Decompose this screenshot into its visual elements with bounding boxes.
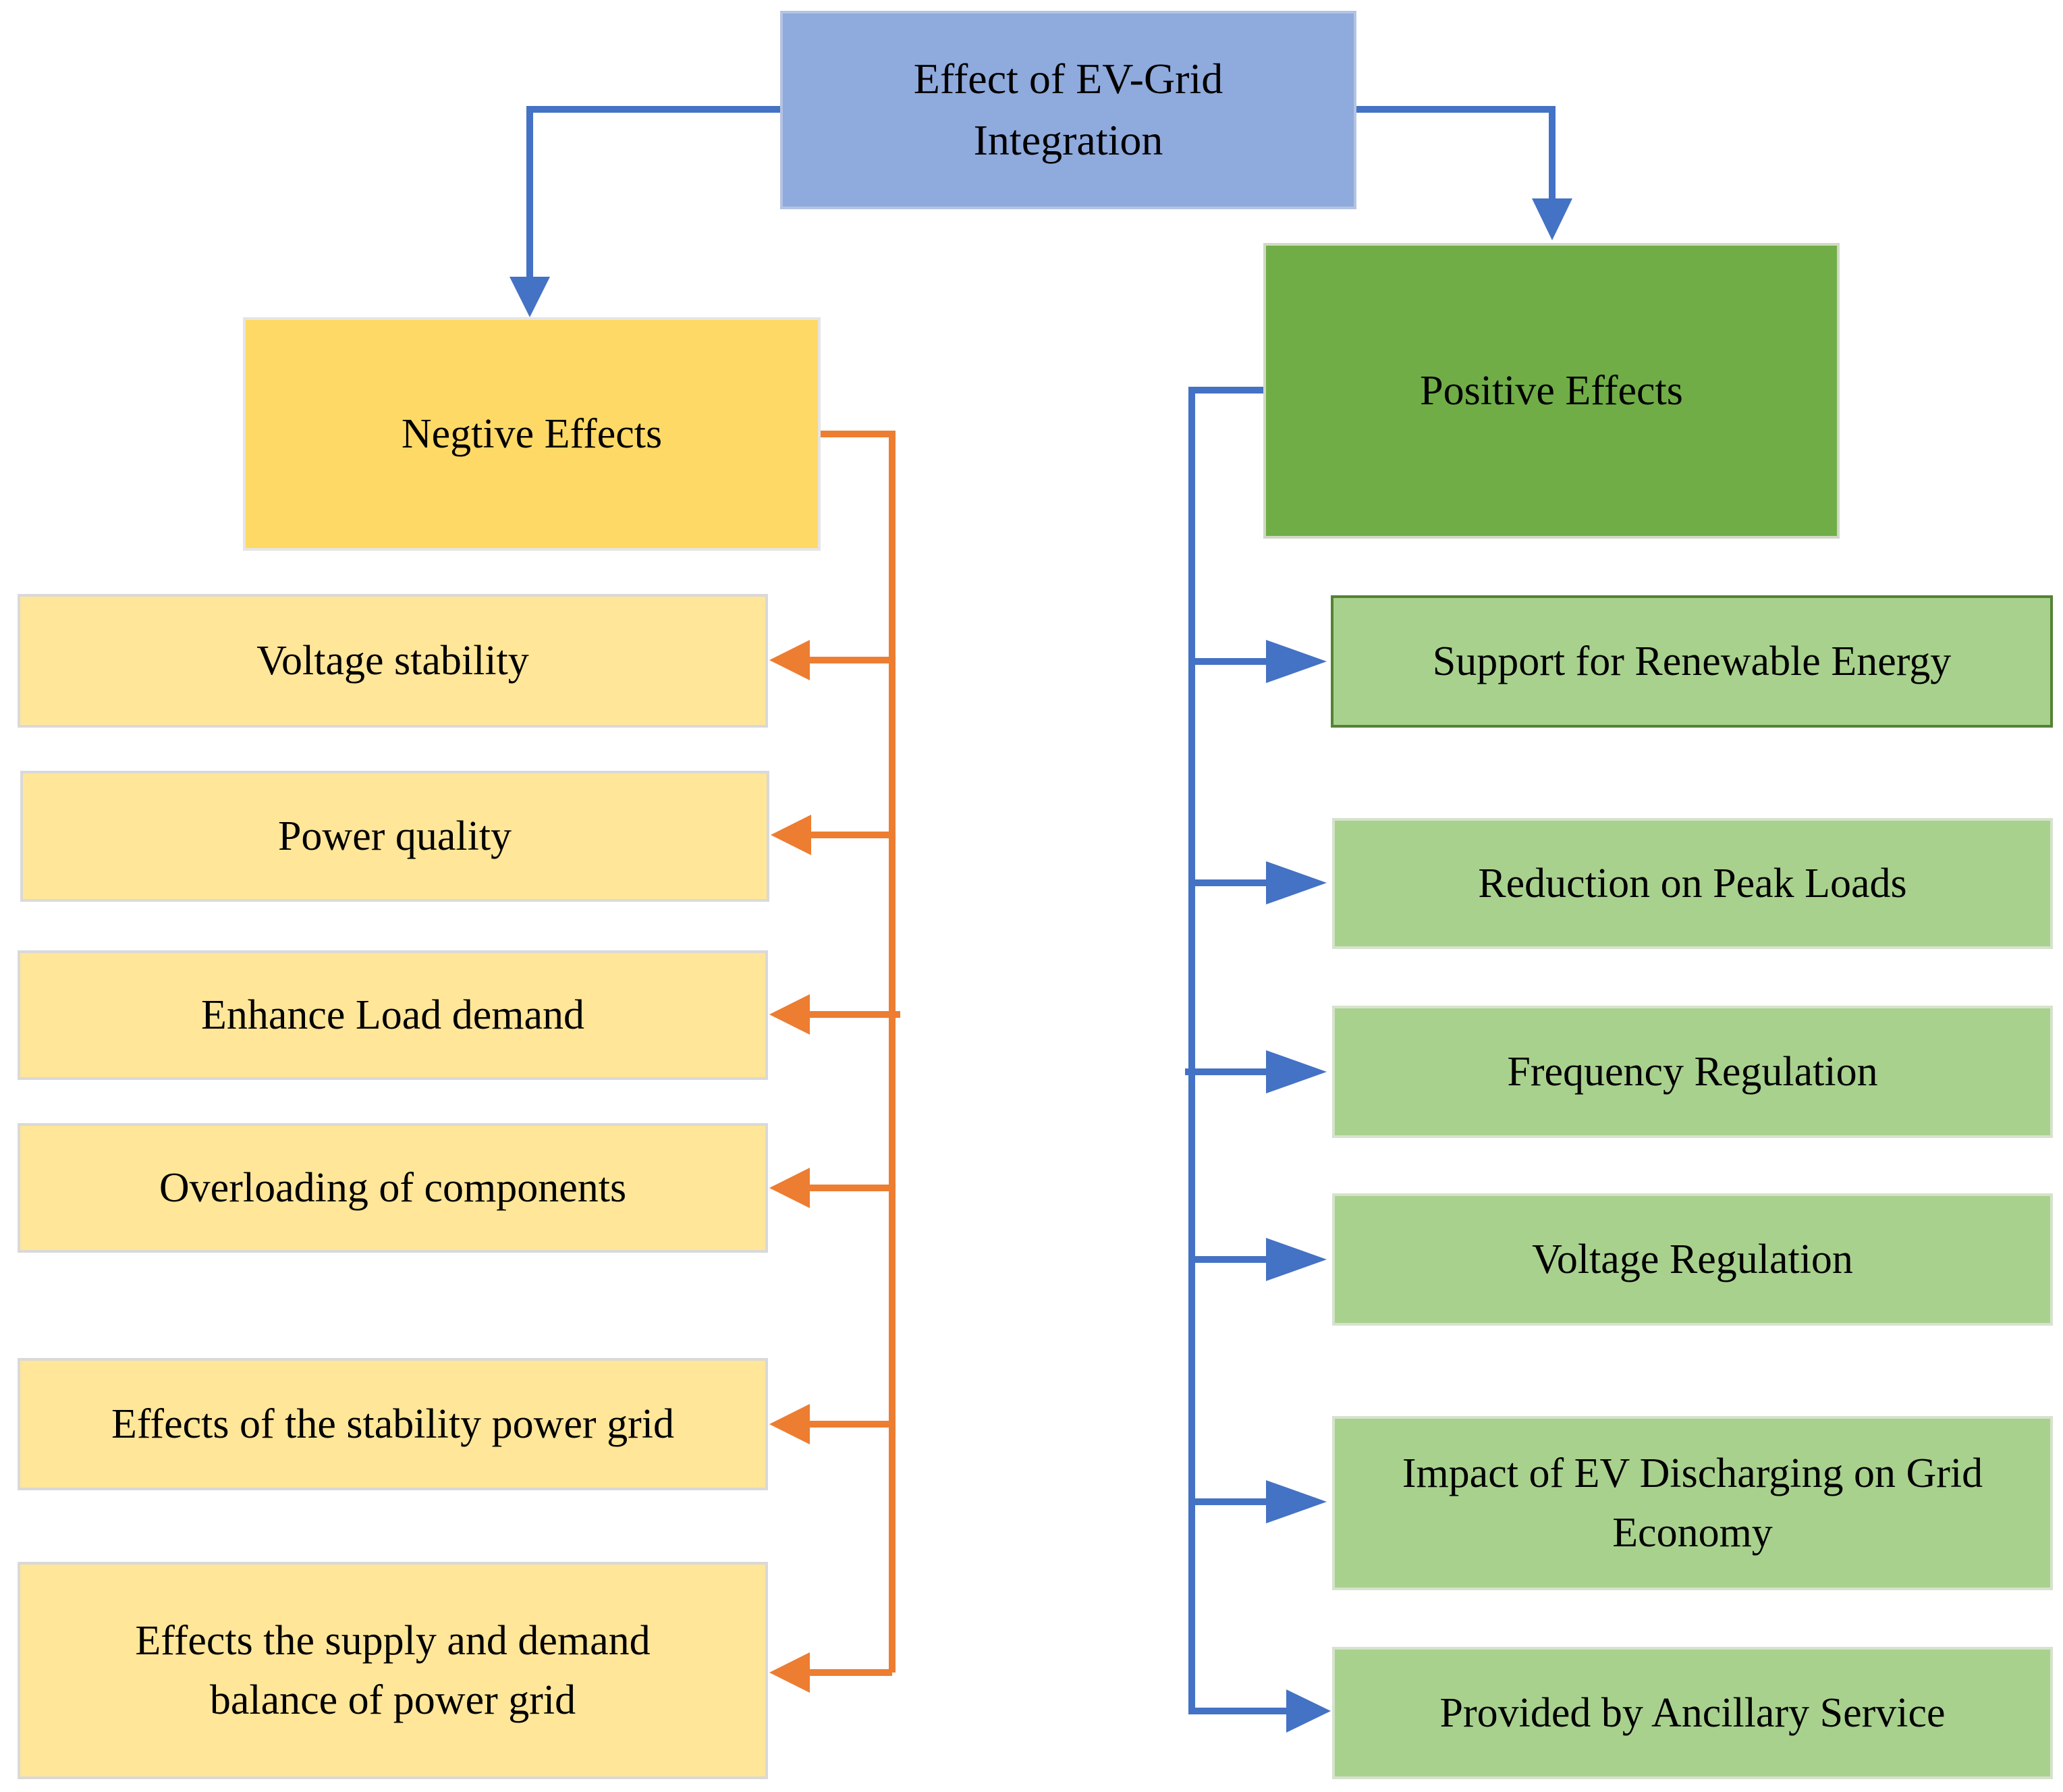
negative-item-overloading: Overloading of components: [18, 1123, 768, 1253]
arrowhead-negative-6: [769, 1652, 810, 1693]
arrowhead-positive-3: [1266, 1050, 1327, 1093]
arrowhead-negative-1: [769, 640, 810, 680]
negative-arrowheads: [769, 640, 811, 1693]
arrowhead-positive-4: [1266, 1238, 1327, 1281]
positive-item-ancillary-service: Provided by Ancillary Service: [1332, 1647, 2053, 1779]
negative-effects-node: Negtive Effects: [243, 317, 821, 551]
negative-item-label: Power quality: [277, 813, 512, 859]
negative-item-label: Enhance Load demand: [200, 992, 585, 1038]
negative-item-label: Overloading of components: [159, 1164, 627, 1211]
negative-item-power-quality: Power quality: [20, 771, 769, 902]
negative-item-load-demand: Enhance Load demand: [18, 950, 768, 1080]
negative-item-supply-demand-balance: Effects the supply and demand balance of…: [18, 1562, 768, 1779]
positive-item-label: Support for Renewable Energy: [1432, 638, 1952, 684]
positive-item-label: Reduction on Peak Loads: [1478, 860, 1907, 906]
negative-item-label: Voltage stability: [256, 637, 529, 684]
arrowhead-negative-4: [769, 1168, 810, 1208]
positive-connectors: [1185, 387, 1293, 1714]
negative-effects-label: Negtive Effects: [401, 410, 663, 457]
negative-item-label: Effects the supply and demand balance of…: [135, 1617, 651, 1723]
root-to-negative-connector: [526, 106, 781, 282]
arrowhead-negative-3: [769, 994, 810, 1035]
negative-item-label: Effects of the stability power grid: [111, 1401, 674, 1447]
arrowhead-positive-2: [1266, 861, 1327, 904]
positive-spine: [1188, 387, 1293, 1714]
arrowhead-negative-head: [510, 277, 550, 317]
negative-connectors: [800, 431, 900, 1676]
positive-item-renewable-support: Support for Renewable Energy: [1331, 595, 2053, 728]
arrowhead-positive-6: [1286, 1689, 1331, 1733]
arrowhead-positive-head: [1532, 198, 1572, 240]
root-node: Effect of EV-Grid Integration: [780, 11, 1356, 209]
positive-item-label: Frequency Regulation: [1507, 1048, 1878, 1095]
arrowhead-negative-2: [771, 815, 811, 855]
positive-effects-label: Positive Effects: [1420, 367, 1683, 414]
positive-item-label: Impact of EV Discharging on Grid Economy: [1402, 1450, 1983, 1556]
positive-item-voltage-regulation: Voltage Regulation: [1332, 1193, 2053, 1326]
arrowhead-negative-5: [769, 1404, 810, 1444]
positive-arrowheads: [1266, 640, 1331, 1733]
positive-item-frequency-regulation: Frequency Regulation: [1332, 1006, 2053, 1138]
positive-item-peak-load-reduction: Reduction on Peak Loads: [1332, 818, 2053, 949]
negative-item-grid-stability: Effects of the stability power grid: [18, 1358, 768, 1490]
root-label: Effect of EV-Grid Integration: [913, 55, 1223, 164]
negative-spine: [819, 431, 896, 1673]
positive-item-discharging-economy: Impact of EV Discharging on Grid Economy: [1332, 1416, 2053, 1590]
negative-item-voltage-stability: Voltage stability: [18, 594, 768, 728]
root-to-positive-connector: [1355, 106, 1556, 204]
arrowhead-positive-5: [1266, 1480, 1327, 1523]
positive-item-label: Provided by Ancillary Service: [1439, 1689, 1946, 1736]
positive-effects-node: Positive Effects: [1263, 243, 1840, 539]
positive-item-label: Voltage Regulation: [1532, 1236, 1853, 1282]
arrowhead-positive-1: [1266, 640, 1327, 683]
